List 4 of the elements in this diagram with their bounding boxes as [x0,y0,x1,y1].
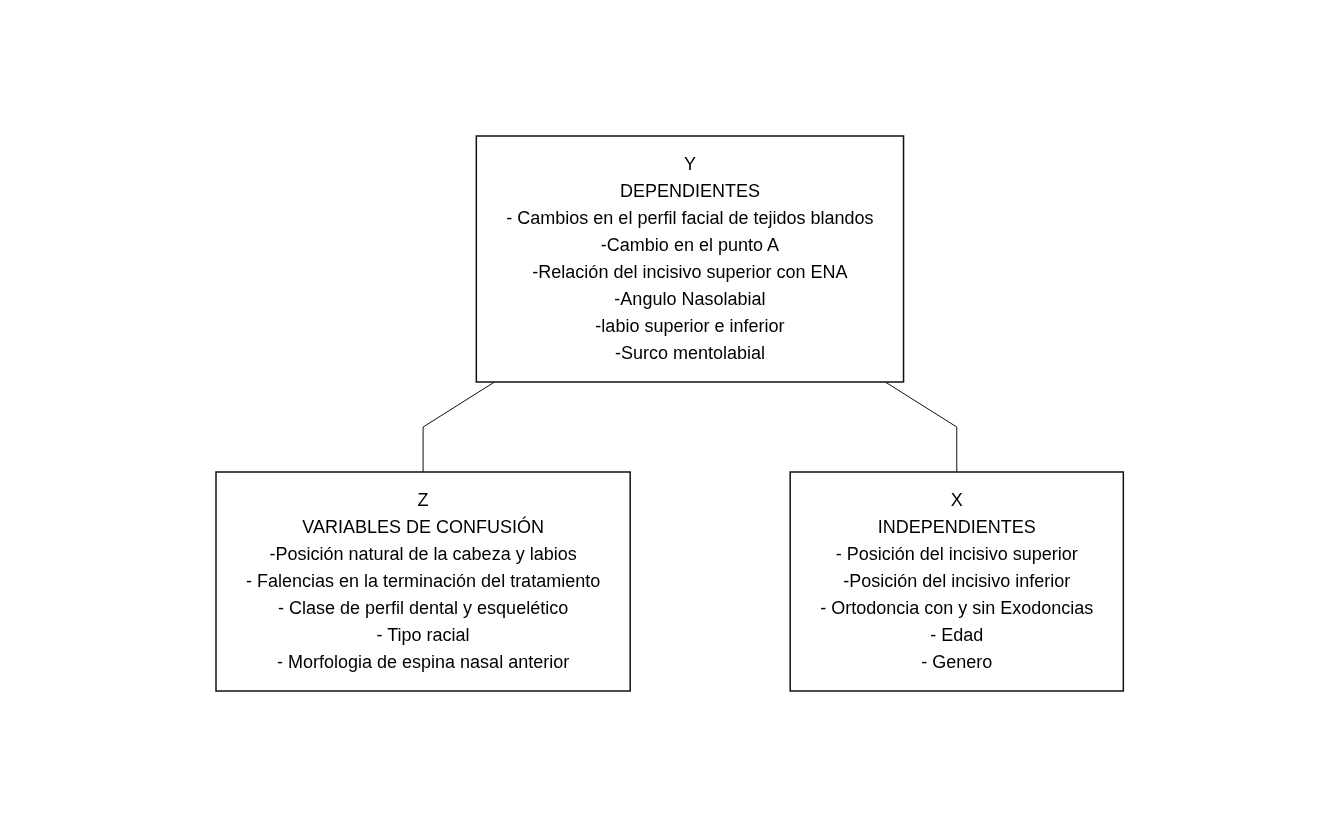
node-box: Y DEPENDIENTES - Cambios en el perfil facial de tejidos blandos -Cambio en el punto A -Relación del incisivo superior con ENA -Angulo Nasolabial -labio superior e inferior -Surco mentolabial [475,135,905,383]
node-box: X INDEPENDIENTES - Posición del incisivo superior -Posición del incisivo inferior - Ortodoncia con y sin Exodoncias - Edad - Genero [789,471,1124,692]
node-box: Z VARIABLES DE CONFUSIÓN -Posición natural de la cabeza y labios - Falencias en la terminación del tratamiento - Clase de perfil dental y esquelético - Tipo racial - Morfologia de espina nasal anterior [215,471,631,692]
connector [422,381,495,473]
